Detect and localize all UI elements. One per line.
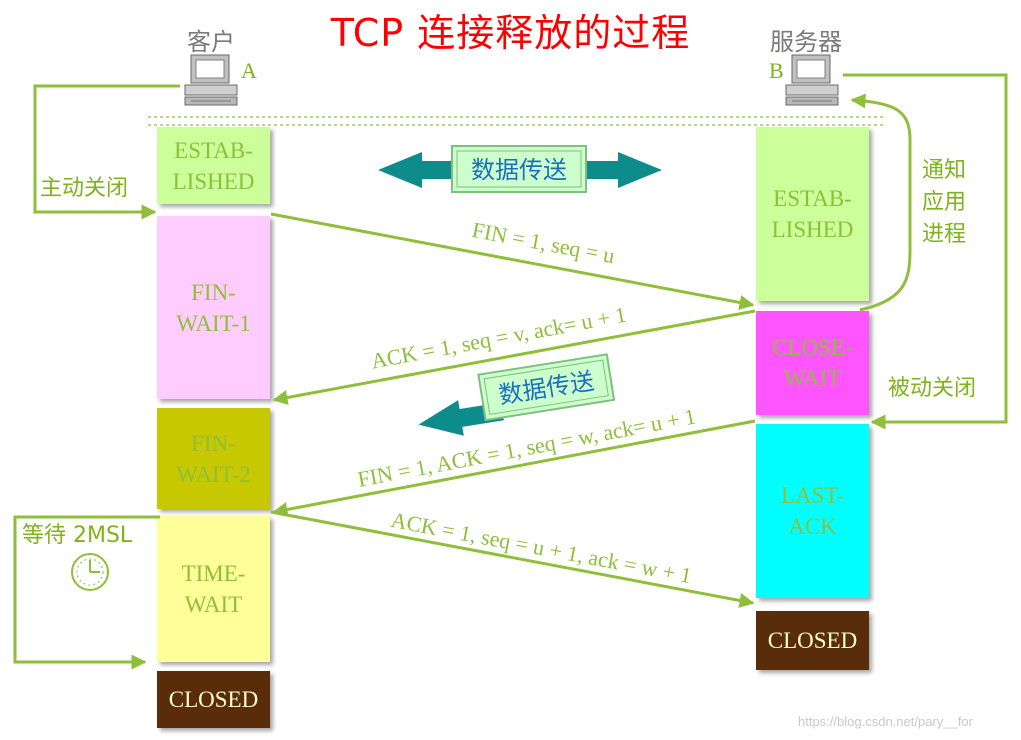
passive-close-connector: [843, 73, 1008, 430]
client-state-established: ESTAB- LISHED: [157, 127, 270, 204]
client-state-fin-wait-1: FIN- WAIT-1: [157, 216, 270, 399]
notify-app-label: 通知 应用 进程: [922, 158, 967, 247]
server-state-close-wait-label: CLOSE- WAIT: [772, 335, 853, 391]
client-state-closed-label: CLOSED: [168, 687, 259, 712]
wait-2msl-label: 等待 2MSL: [22, 523, 133, 548]
data-transfer-label-top: 数据传送: [471, 156, 567, 184]
server-label: 服务器: [770, 28, 842, 56]
client-state-closed: CLOSED: [157, 671, 270, 728]
message-label-final-ack: ACK = 1, seq = u + 1, ack = w + 1: [389, 507, 694, 588]
notify-app-connector: [850, 93, 912, 312]
client-state-fin-wait-2: FIN- WAIT-2: [157, 408, 270, 509]
watermark: https://blog.csdn.net/pary__for: [798, 714, 973, 729]
server-state-close-wait: CLOSE- WAIT: [756, 311, 869, 415]
clock-icon: [71, 553, 109, 591]
server-state-closed: CLOSED: [756, 611, 869, 670]
message-arrow-final-ack: [270, 510, 755, 608]
message-label-fin: FIN = 1, seq = u: [470, 217, 617, 268]
active-close-label: 主动关闭: [40, 176, 129, 201]
server-state-established: ESTAB- LISHED: [756, 127, 869, 301]
passive-close-label: 被动关闭: [888, 376, 977, 401]
message-label-fin-ack: FIN = 1, ACK = 1, seq = w, ack= u + 1: [355, 403, 697, 491]
active-close-connector: [33, 84, 180, 220]
client-state-time-wait-label: TIME- WAIT: [181, 561, 246, 617]
server-computer-icon: [785, 54, 839, 106]
message-arrow-fin-ack: [272, 419, 756, 517]
message-arrow-fin: [270, 212, 755, 310]
message-arrow-ack: [272, 309, 756, 405]
client-computer-icon: [184, 54, 238, 106]
data-transfer-left-arrow: [418, 400, 504, 436]
server-state-last-ack-label: LAST- ACK: [780, 483, 845, 539]
server-state-last-ack: LAST- ACK: [756, 424, 869, 598]
client-state-established-label: ESTAB- LISHED: [172, 137, 255, 194]
client-state-fin-wait-1-label: FIN- WAIT-1: [176, 279, 251, 336]
client-label: 客户: [187, 28, 235, 56]
client-state-time-wait: TIME- WAIT: [157, 516, 270, 662]
client-state-fin-wait-2-label: FIN- WAIT-2: [176, 430, 251, 487]
page-title: TCP 连接释放的过程: [330, 11, 691, 55]
server-state-closed-label: CLOSED: [767, 628, 858, 653]
server-state-established-label: ESTAB- LISHED: [771, 186, 854, 242]
data-transfer-box-middle: [477, 353, 616, 422]
wait-2msl-connector: [13, 515, 160, 670]
server-letter: B: [769, 58, 784, 83]
data-transfer-box-top: [451, 145, 587, 193]
client-letter: A: [241, 58, 257, 83]
